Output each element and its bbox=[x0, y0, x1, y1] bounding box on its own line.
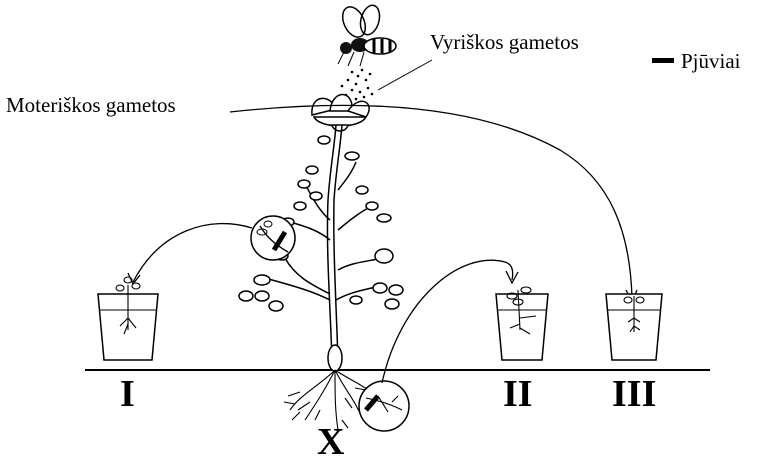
female-gametes-label: Moteriškos gametos bbox=[6, 93, 176, 118]
pot-2 bbox=[496, 287, 548, 360]
arrow-to-pot-2 bbox=[382, 260, 513, 383]
pot-1-label: I bbox=[120, 372, 135, 416]
female-gametes-arc bbox=[230, 105, 632, 298]
bee-icon bbox=[338, 3, 396, 66]
male-gametes-label: Vyriškos gametos bbox=[430, 30, 579, 55]
cuts-legend-mark bbox=[652, 58, 674, 63]
male-gametes-leader bbox=[378, 60, 432, 90]
pot-3-label: III bbox=[612, 372, 656, 416]
pot-3 bbox=[606, 294, 662, 360]
pot-1 bbox=[98, 277, 158, 360]
plant-x-label: X bbox=[317, 420, 344, 464]
flower-icon bbox=[312, 95, 369, 132]
cuts-legend-label: Pjūviai bbox=[681, 49, 741, 74]
cropped-caption bbox=[0, 0, 757, 10]
cut-circle-stem bbox=[251, 216, 295, 260]
pot-2-label: II bbox=[503, 372, 533, 416]
arrow-to-pot-1 bbox=[133, 224, 252, 282]
